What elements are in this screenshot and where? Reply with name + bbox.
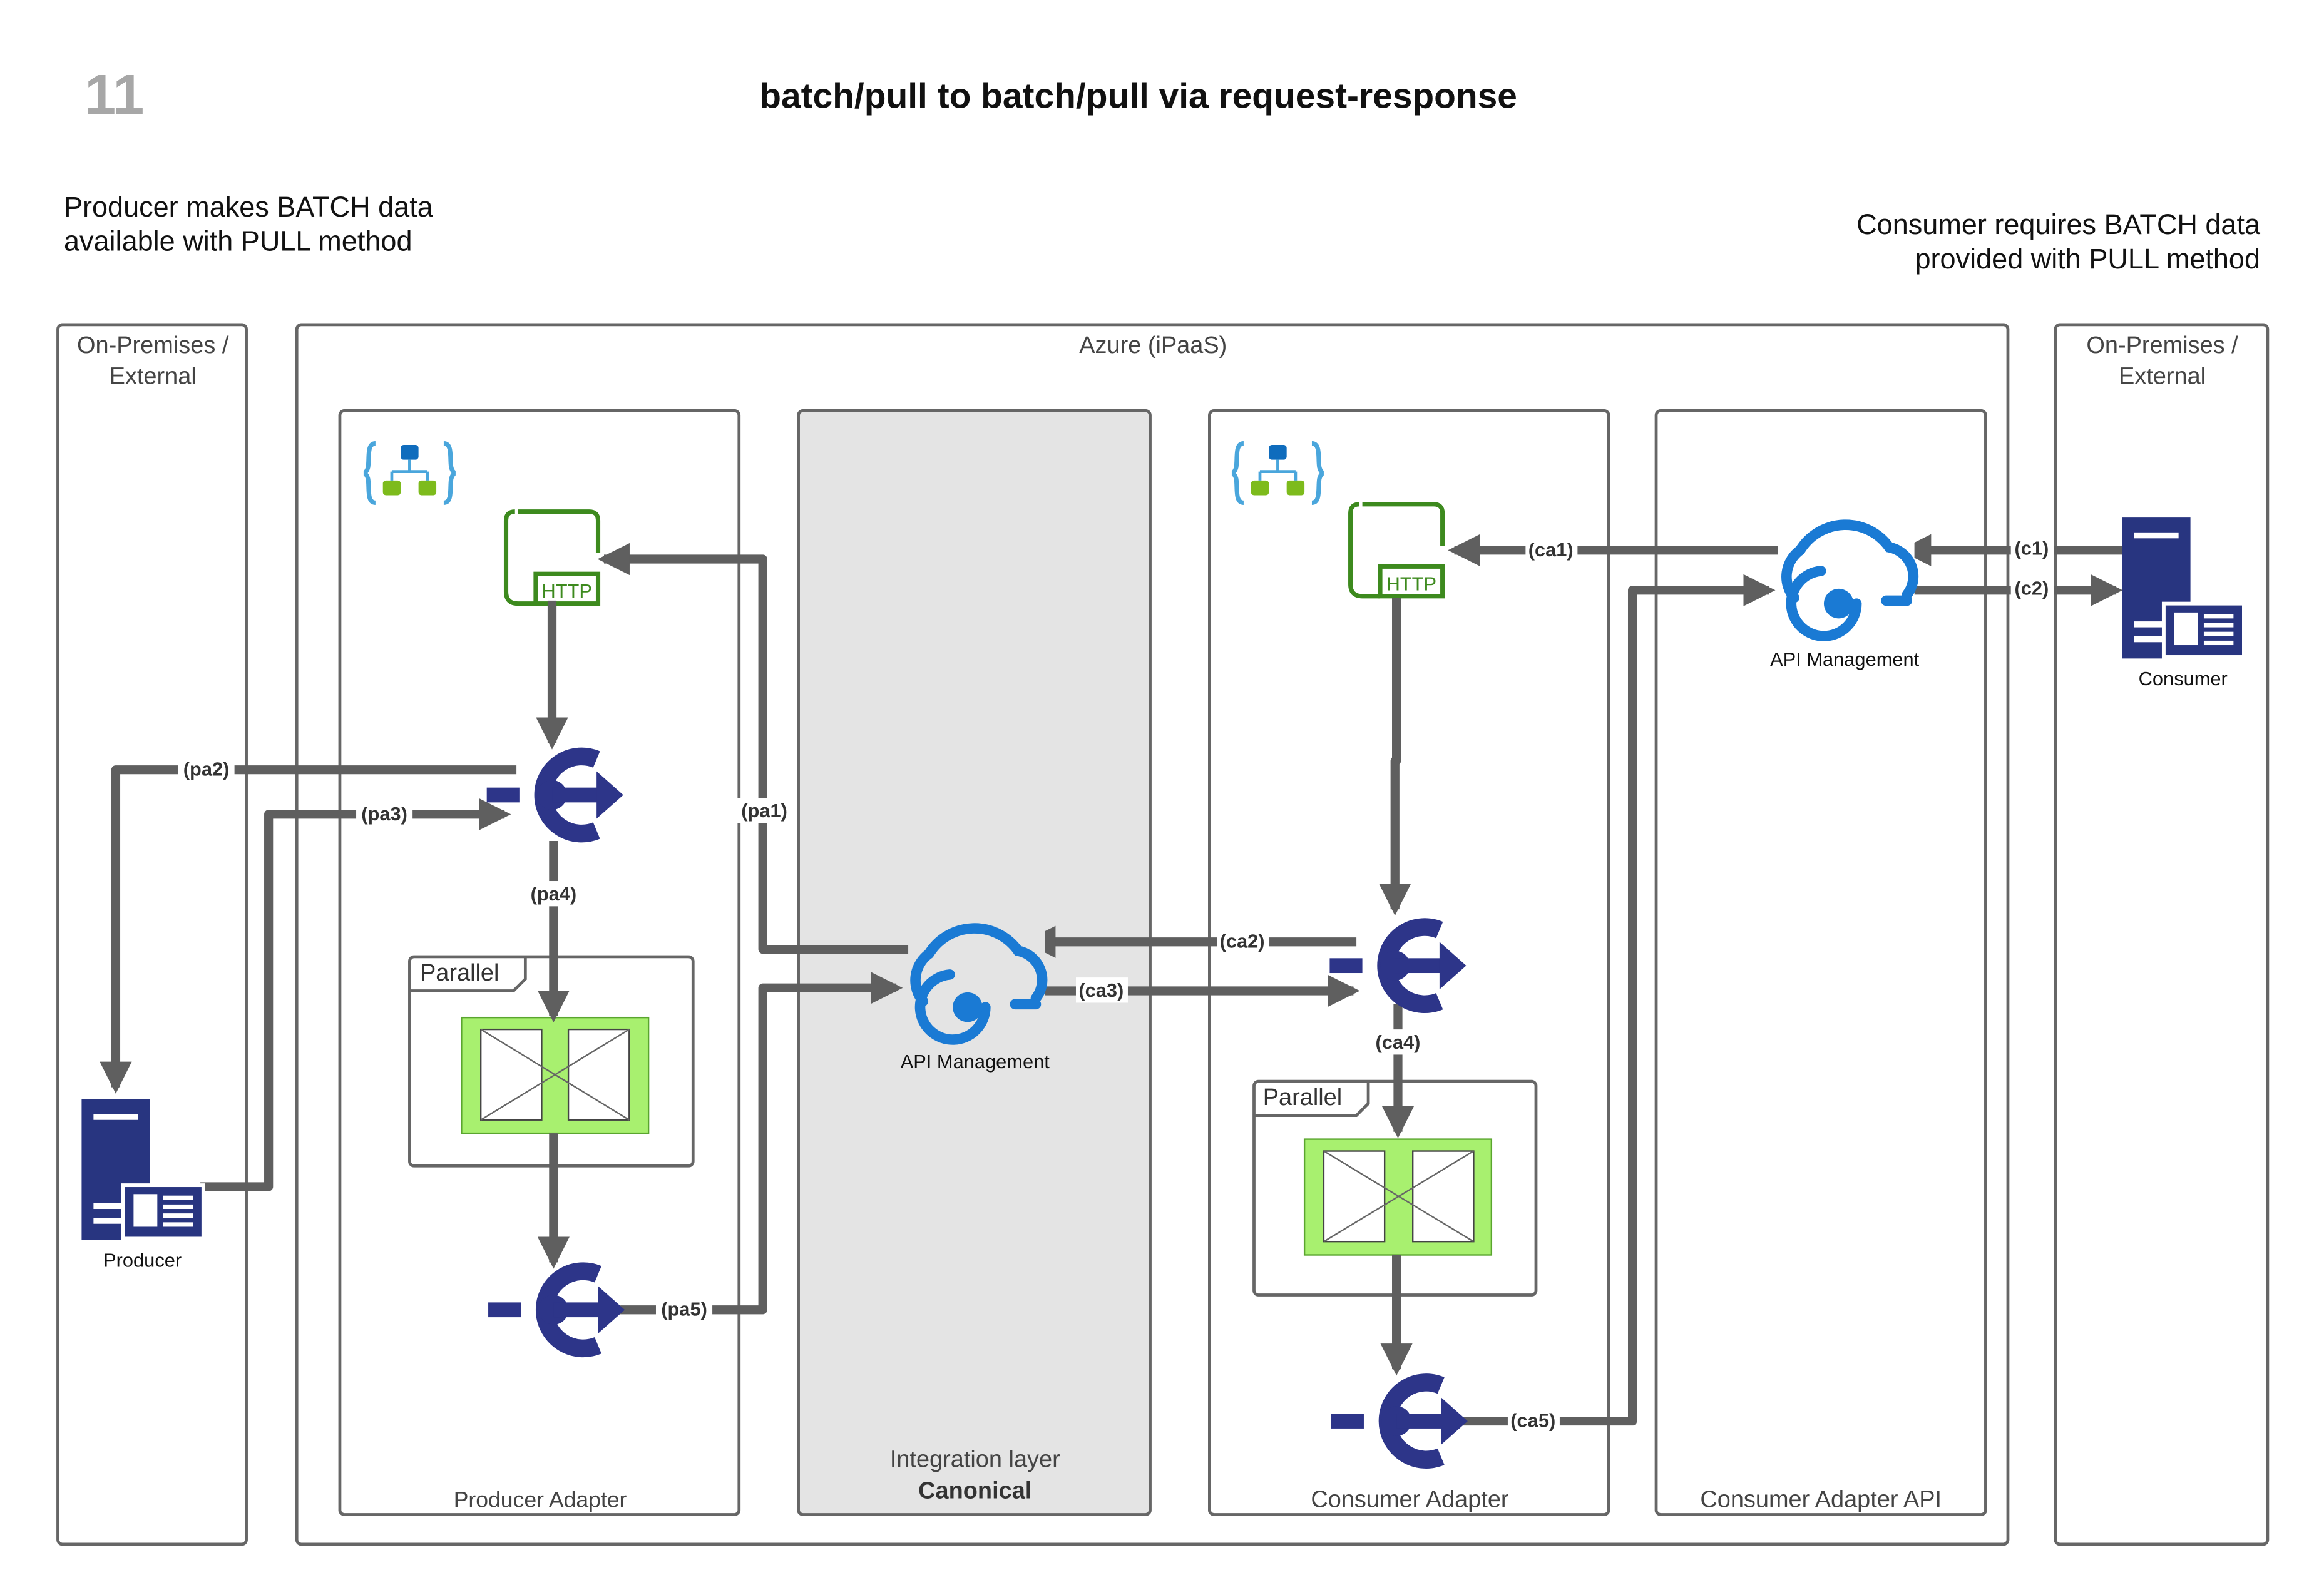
producer-note-line2: available with PULL method bbox=[64, 225, 412, 257]
azure-zone-label: Azure (iPaaS) bbox=[1079, 332, 1227, 359]
connector-icon bbox=[488, 1271, 625, 1348]
api-management-right: API Management bbox=[1770, 517, 1920, 670]
consumer-adapter-box bbox=[1208, 409, 1610, 1516]
api-management-label: API Management bbox=[901, 1051, 1050, 1073]
connector-label-ca2: (ca2) bbox=[1220, 930, 1265, 952]
connector-label-pa5: (pa5) bbox=[661, 1298, 707, 1320]
connector-label-ca3: (ca3) bbox=[1078, 979, 1124, 1001]
logic-app-icon bbox=[1232, 444, 1324, 503]
consumer-adapter-api-label: Consumer Adapter API bbox=[1700, 1487, 1942, 1513]
connector-label-ca4: (ca4) bbox=[1376, 1031, 1421, 1053]
diagram-title: batch/pull to batch/pull via request-res… bbox=[759, 76, 1517, 116]
server-icon bbox=[2122, 517, 2244, 658]
consumer-adapter-label: Consumer Adapter bbox=[1311, 1487, 1508, 1513]
consumer-note-line1: Consumer requires BATCH data bbox=[1856, 208, 2261, 240]
connector-label-ca5: (ca5) bbox=[1510, 1410, 1555, 1432]
consumer-label: Consumer bbox=[2139, 668, 2228, 690]
producer-adapter-box bbox=[338, 409, 741, 1516]
connector-label-pa3: (pa3) bbox=[361, 803, 407, 825]
arrow-pa2 bbox=[100, 765, 517, 1094]
right-onprem-zone bbox=[2054, 323, 2270, 1546]
arrow-pa1 bbox=[597, 543, 918, 954]
integration-layer-label: Integration layer bbox=[890, 1447, 1060, 1473]
server-icon bbox=[81, 1099, 203, 1240]
consumer-note-line2: provided with PULL method bbox=[1915, 243, 2261, 275]
connector-label-c1: (c1) bbox=[2015, 537, 2049, 559]
connector-icon bbox=[1331, 1382, 1468, 1459]
api-management-center: API Management bbox=[901, 924, 1050, 1073]
right-onprem-label-line1: On-Premises / bbox=[2086, 332, 2238, 359]
page-number: 11 bbox=[84, 63, 144, 126]
parallel-block: Parallel bbox=[1252, 1079, 1538, 1297]
azure-zone bbox=[295, 323, 2010, 1546]
left-onprem-label-line1: On-Premises / bbox=[77, 332, 229, 359]
parallel-label: Parallel bbox=[1263, 1084, 1342, 1111]
connector-label-pa1: (pa1) bbox=[741, 800, 787, 822]
parallel-label: Parallel bbox=[420, 960, 499, 986]
arrow-http-to-connector bbox=[1379, 598, 1411, 916]
logic-app-icon bbox=[364, 444, 456, 503]
http-trigger-icon: HTTP bbox=[506, 512, 598, 604]
canonical-label: Canonical bbox=[918, 1477, 1031, 1504]
connector-label-pa2: (pa2) bbox=[183, 758, 230, 780]
producer-adapter-label: Producer Adapter bbox=[454, 1487, 627, 1512]
producer-note-line1: Producer makes BATCH data bbox=[64, 191, 434, 223]
producer-system: Producer bbox=[81, 1099, 203, 1271]
consumer-adapter-api-box bbox=[1654, 409, 1987, 1516]
producer-label: Producer bbox=[103, 1249, 182, 1271]
connector-label-c2: (c2) bbox=[2015, 577, 2049, 599]
http-badge-label: HTTP bbox=[1386, 573, 1436, 594]
left-onprem-label-line2: External bbox=[110, 364, 197, 390]
api-management-label: API Management bbox=[1770, 648, 1920, 670]
http-trigger-icon: HTTP bbox=[1351, 504, 1443, 596]
connector-label-ca1: (ca1) bbox=[1528, 539, 1574, 561]
left-onprem-zone bbox=[56, 323, 248, 1546]
consumer-system: Consumer bbox=[2122, 517, 2244, 690]
http-badge-label: HTTP bbox=[541, 580, 591, 602]
connector-label-pa4: (pa4) bbox=[531, 883, 577, 905]
right-onprem-label-line2: External bbox=[2119, 364, 2206, 390]
